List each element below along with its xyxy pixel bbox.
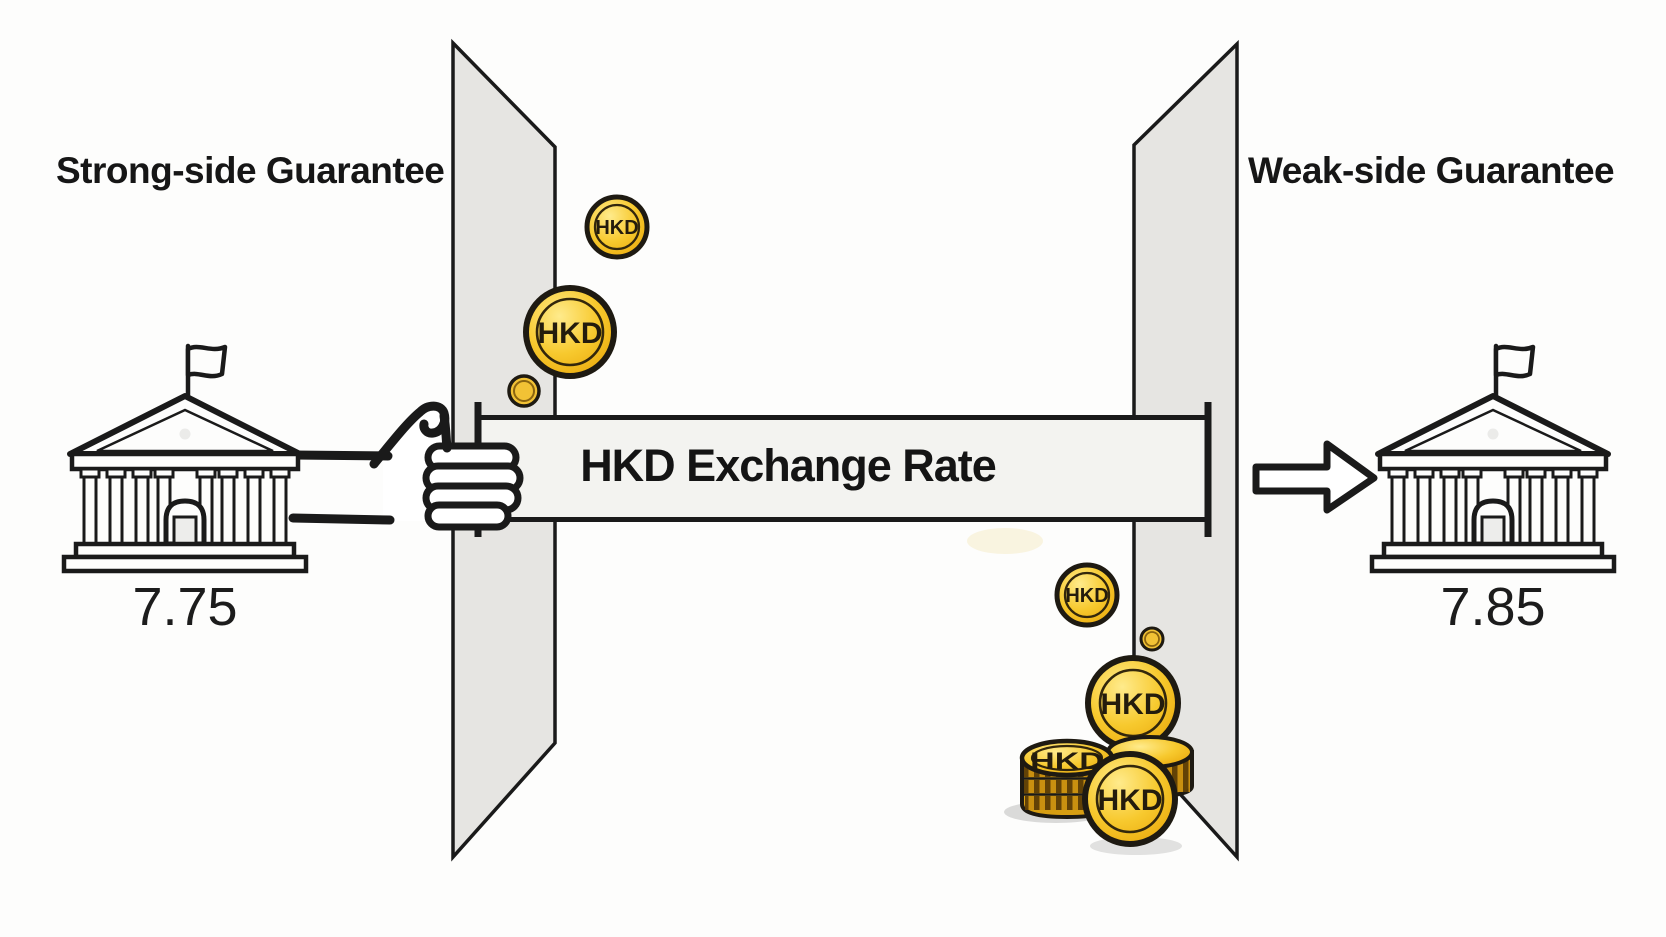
small-coin-icon — [507, 374, 541, 408]
strong-side-bank-icon — [64, 346, 306, 571]
hkd-coin-icon: HKD — [1085, 655, 1181, 751]
svg-text:HKD: HKD — [1065, 585, 1108, 607]
rate-weak-side: 7.85 — [1440, 577, 1546, 637]
weak-side-bank-icon — [1372, 346, 1614, 571]
svg-text:HKD: HKD — [538, 317, 603, 350]
arrow-right-icon — [1252, 440, 1378, 514]
rate-strong-side: 7.75 — [132, 577, 238, 637]
title-strong-side: Strong-side Guarantee — [56, 150, 445, 191]
svg-text:HKD: HKD — [595, 217, 638, 239]
glow — [967, 528, 1043, 554]
hand-push-icon — [288, 401, 524, 531]
exchange-rate-bar — [474, 402, 1212, 537]
hkd-coin-icon: HKD — [584, 194, 650, 260]
hkd-coin-icon: HKD — [1054, 562, 1120, 628]
hkd-coin-icon: HKD — [1082, 751, 1178, 847]
svg-text:HKD: HKD — [1030, 747, 1104, 774]
svg-text:HKD: HKD — [1098, 784, 1163, 817]
title-weak-side: Weak-side Guarantee — [1248, 150, 1615, 191]
hkd-coin-icon: HKD — [523, 285, 617, 379]
arm — [288, 450, 393, 461]
svg-text:HKD: HKD — [1101, 688, 1166, 721]
small-coin-icon — [1139, 626, 1165, 652]
